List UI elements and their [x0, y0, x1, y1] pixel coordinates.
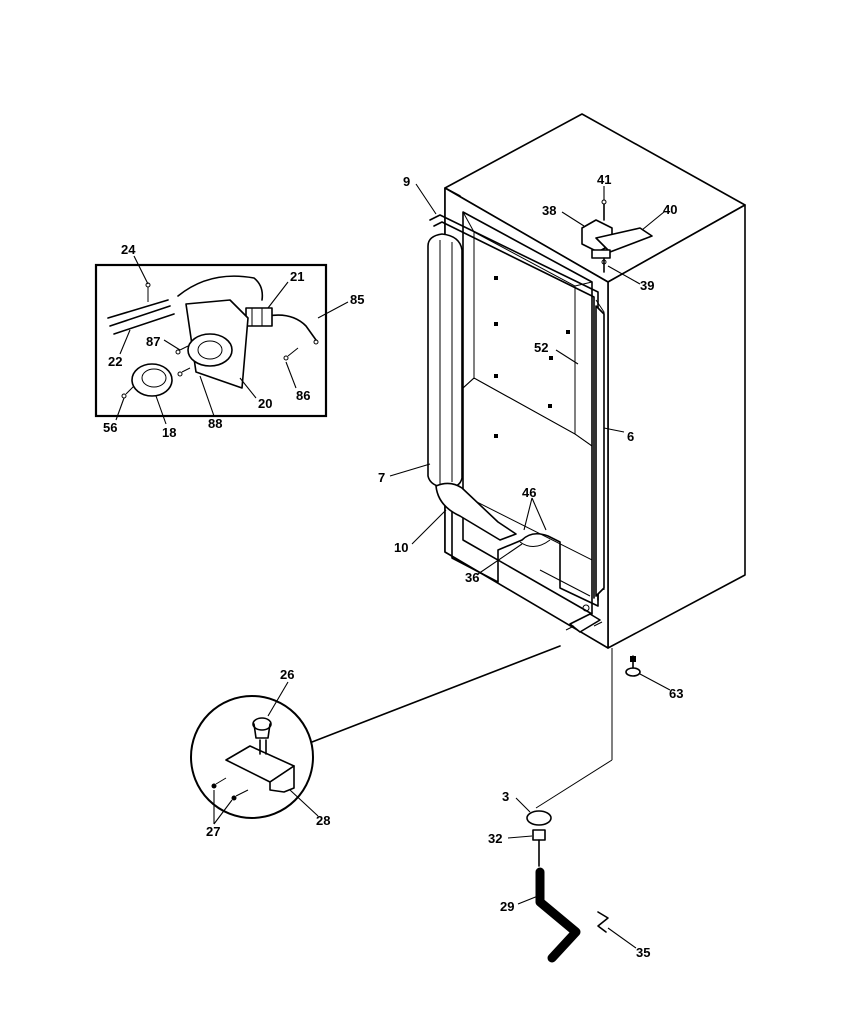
callout-85: 85 [350, 292, 364, 307]
callout-41: 41 [597, 172, 611, 187]
callout-38: 38 [542, 203, 556, 218]
callout-32: 32 [488, 831, 502, 846]
callout-9: 9 [403, 174, 410, 189]
leveling-leg-part-63 [625, 655, 641, 677]
breaker-strip-part-10 [435, 482, 517, 541]
callout-10: 10 [394, 540, 408, 555]
callout-63: 63 [669, 686, 683, 701]
callout-56: 56 [103, 420, 117, 435]
callout-24: 24 [121, 242, 136, 257]
callout-52: 52 [534, 340, 548, 355]
leader-lines [115, 183, 671, 949]
bottom-hinge-on-cabinet [565, 604, 603, 633]
callout-21: 21 [290, 269, 304, 284]
top-hinge-assembly [581, 199, 653, 273]
callout-39: 39 [640, 278, 654, 293]
callout-7: 7 [378, 470, 385, 485]
callout-28: 28 [316, 813, 330, 828]
detail-box-lamp-assembly [94, 263, 328, 418]
callout-29: 29 [500, 899, 514, 914]
callout-3: 3 [502, 789, 509, 804]
callout-88: 88 [208, 416, 222, 431]
callout-18: 18 [162, 425, 176, 440]
callout-20: 20 [258, 396, 272, 411]
callout-27: 27 [206, 824, 220, 839]
breaker-strip-part-6 [595, 305, 605, 597]
lower-hinge-parts [526, 648, 613, 963]
callout-labels: 24 21 85 22 87 20 86 56 18 88 9 41 38 40… [103, 172, 683, 960]
callout-26: 26 [280, 667, 294, 682]
callout-86: 86 [296, 388, 310, 403]
callout-87: 87 [146, 334, 160, 349]
callout-6: 6 [627, 429, 634, 444]
cabinet-body [444, 113, 746, 649]
detail-circle-bottom-hinge [190, 645, 561, 819]
callout-22: 22 [108, 354, 122, 369]
callout-46: 46 [522, 485, 536, 500]
callout-35: 35 [636, 945, 650, 960]
breaker-strip-part-7 [427, 233, 463, 489]
callout-36: 36 [465, 570, 479, 585]
callout-40: 40 [663, 202, 677, 217]
